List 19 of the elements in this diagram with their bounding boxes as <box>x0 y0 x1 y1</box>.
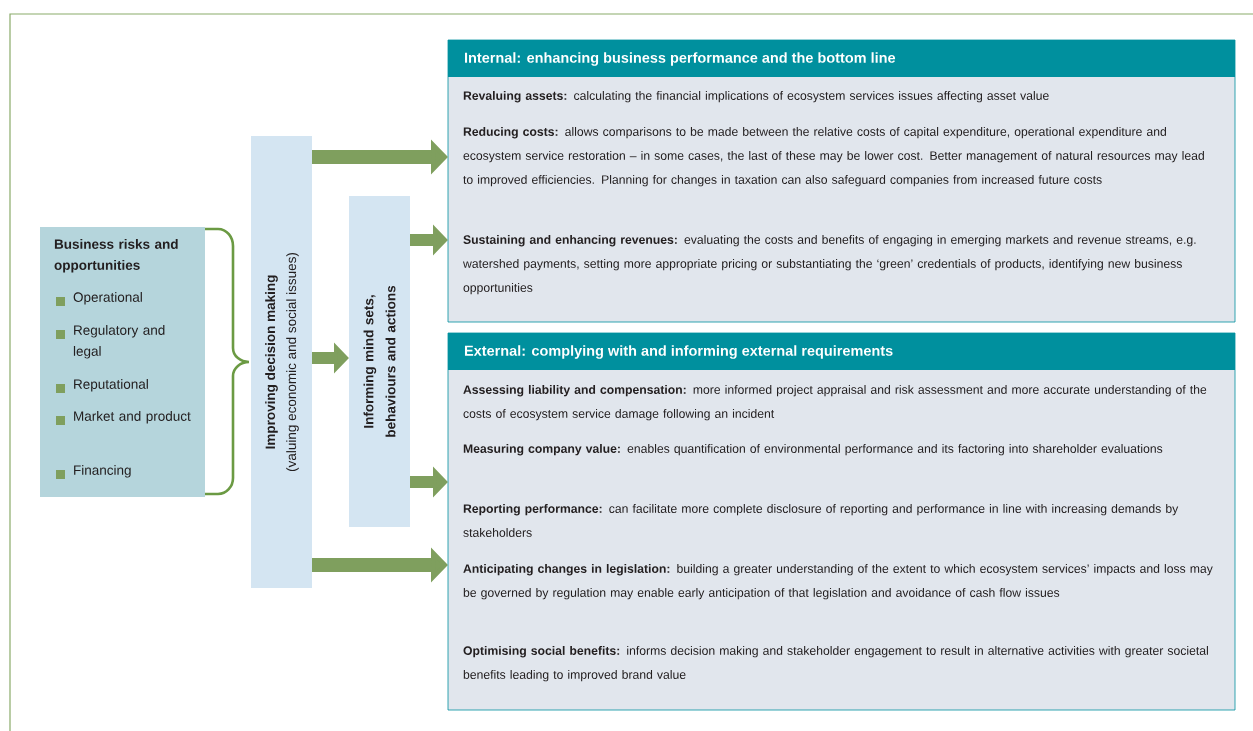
item-text: Sustaining and enhancing revenues: evaluating the costs and benefits of engaging in emerging markets and revenue streams, e.g. watershed payments, setting more appropriate pricing or substantiating the ‘green’ credentials of products, identifying new business opportunities <box>463 235 1196 295</box>
list-item: Operational <box>73 292 142 305</box>
panel-header: External: complying with and informing external requirements <box>448 333 1235 370</box>
item-text: Revaluing assets: calculating the financial implications of ecosystem services issues affecting asset value <box>463 91 1049 103</box>
bar-title: Informing mind sets, behaviours and actions <box>363 285 396 437</box>
bar-title: Improving decision making <box>265 275 278 449</box>
item-text: Anticipating changes in legislation: building a greater understanding of the extent to which ecosystem services’ impacts and loss may be governed by regulation may enable early anticipation of that legislation and avoidance of cash flow issues <box>463 564 1213 600</box>
item-text: Measuring company value: enables quantification of environmental performance and its factoring into shareholder evaluations <box>463 444 1163 456</box>
item-text: Reporting performance: can facilitate more complete disclosure of reporting and performance in line with increasing demands by stakeholders <box>463 504 1179 537</box>
list-item: Regulatory and legal <box>73 325 165 359</box>
list-item: Reputational <box>74 379 148 392</box>
box-heading: Business risks and opportunities <box>54 239 178 273</box>
item-text: Reducing costs: allows comparisons to be made between the relative costs of capital expenditure, operational expenditure and ecosystem service restoration – in some cases, the last of these may be lower cost. Better management of natural resources may lead to improved efficiencies. Planning for changes in taxation can also safeguard companies from increased future costs <box>463 127 1204 187</box>
panel-header: Internal: enhancing business performance and the bottom line <box>448 40 1235 77</box>
item-text: Optimising social benefits: informs decision making and stakeholder engagement to result in alternative activities with greater societal benefits leading to improved brand value <box>463 646 1208 682</box>
list-item: Financing <box>74 465 131 478</box>
item-text: Assessing liability and compensation: more informed project appraisal and risk assessment and more accurate understanding of the costs of ecosystem service damage following an incident <box>463 385 1207 421</box>
bar-subtitle: (valuing economic and social issues) <box>286 252 299 472</box>
list-item: Market and product <box>74 411 191 424</box>
